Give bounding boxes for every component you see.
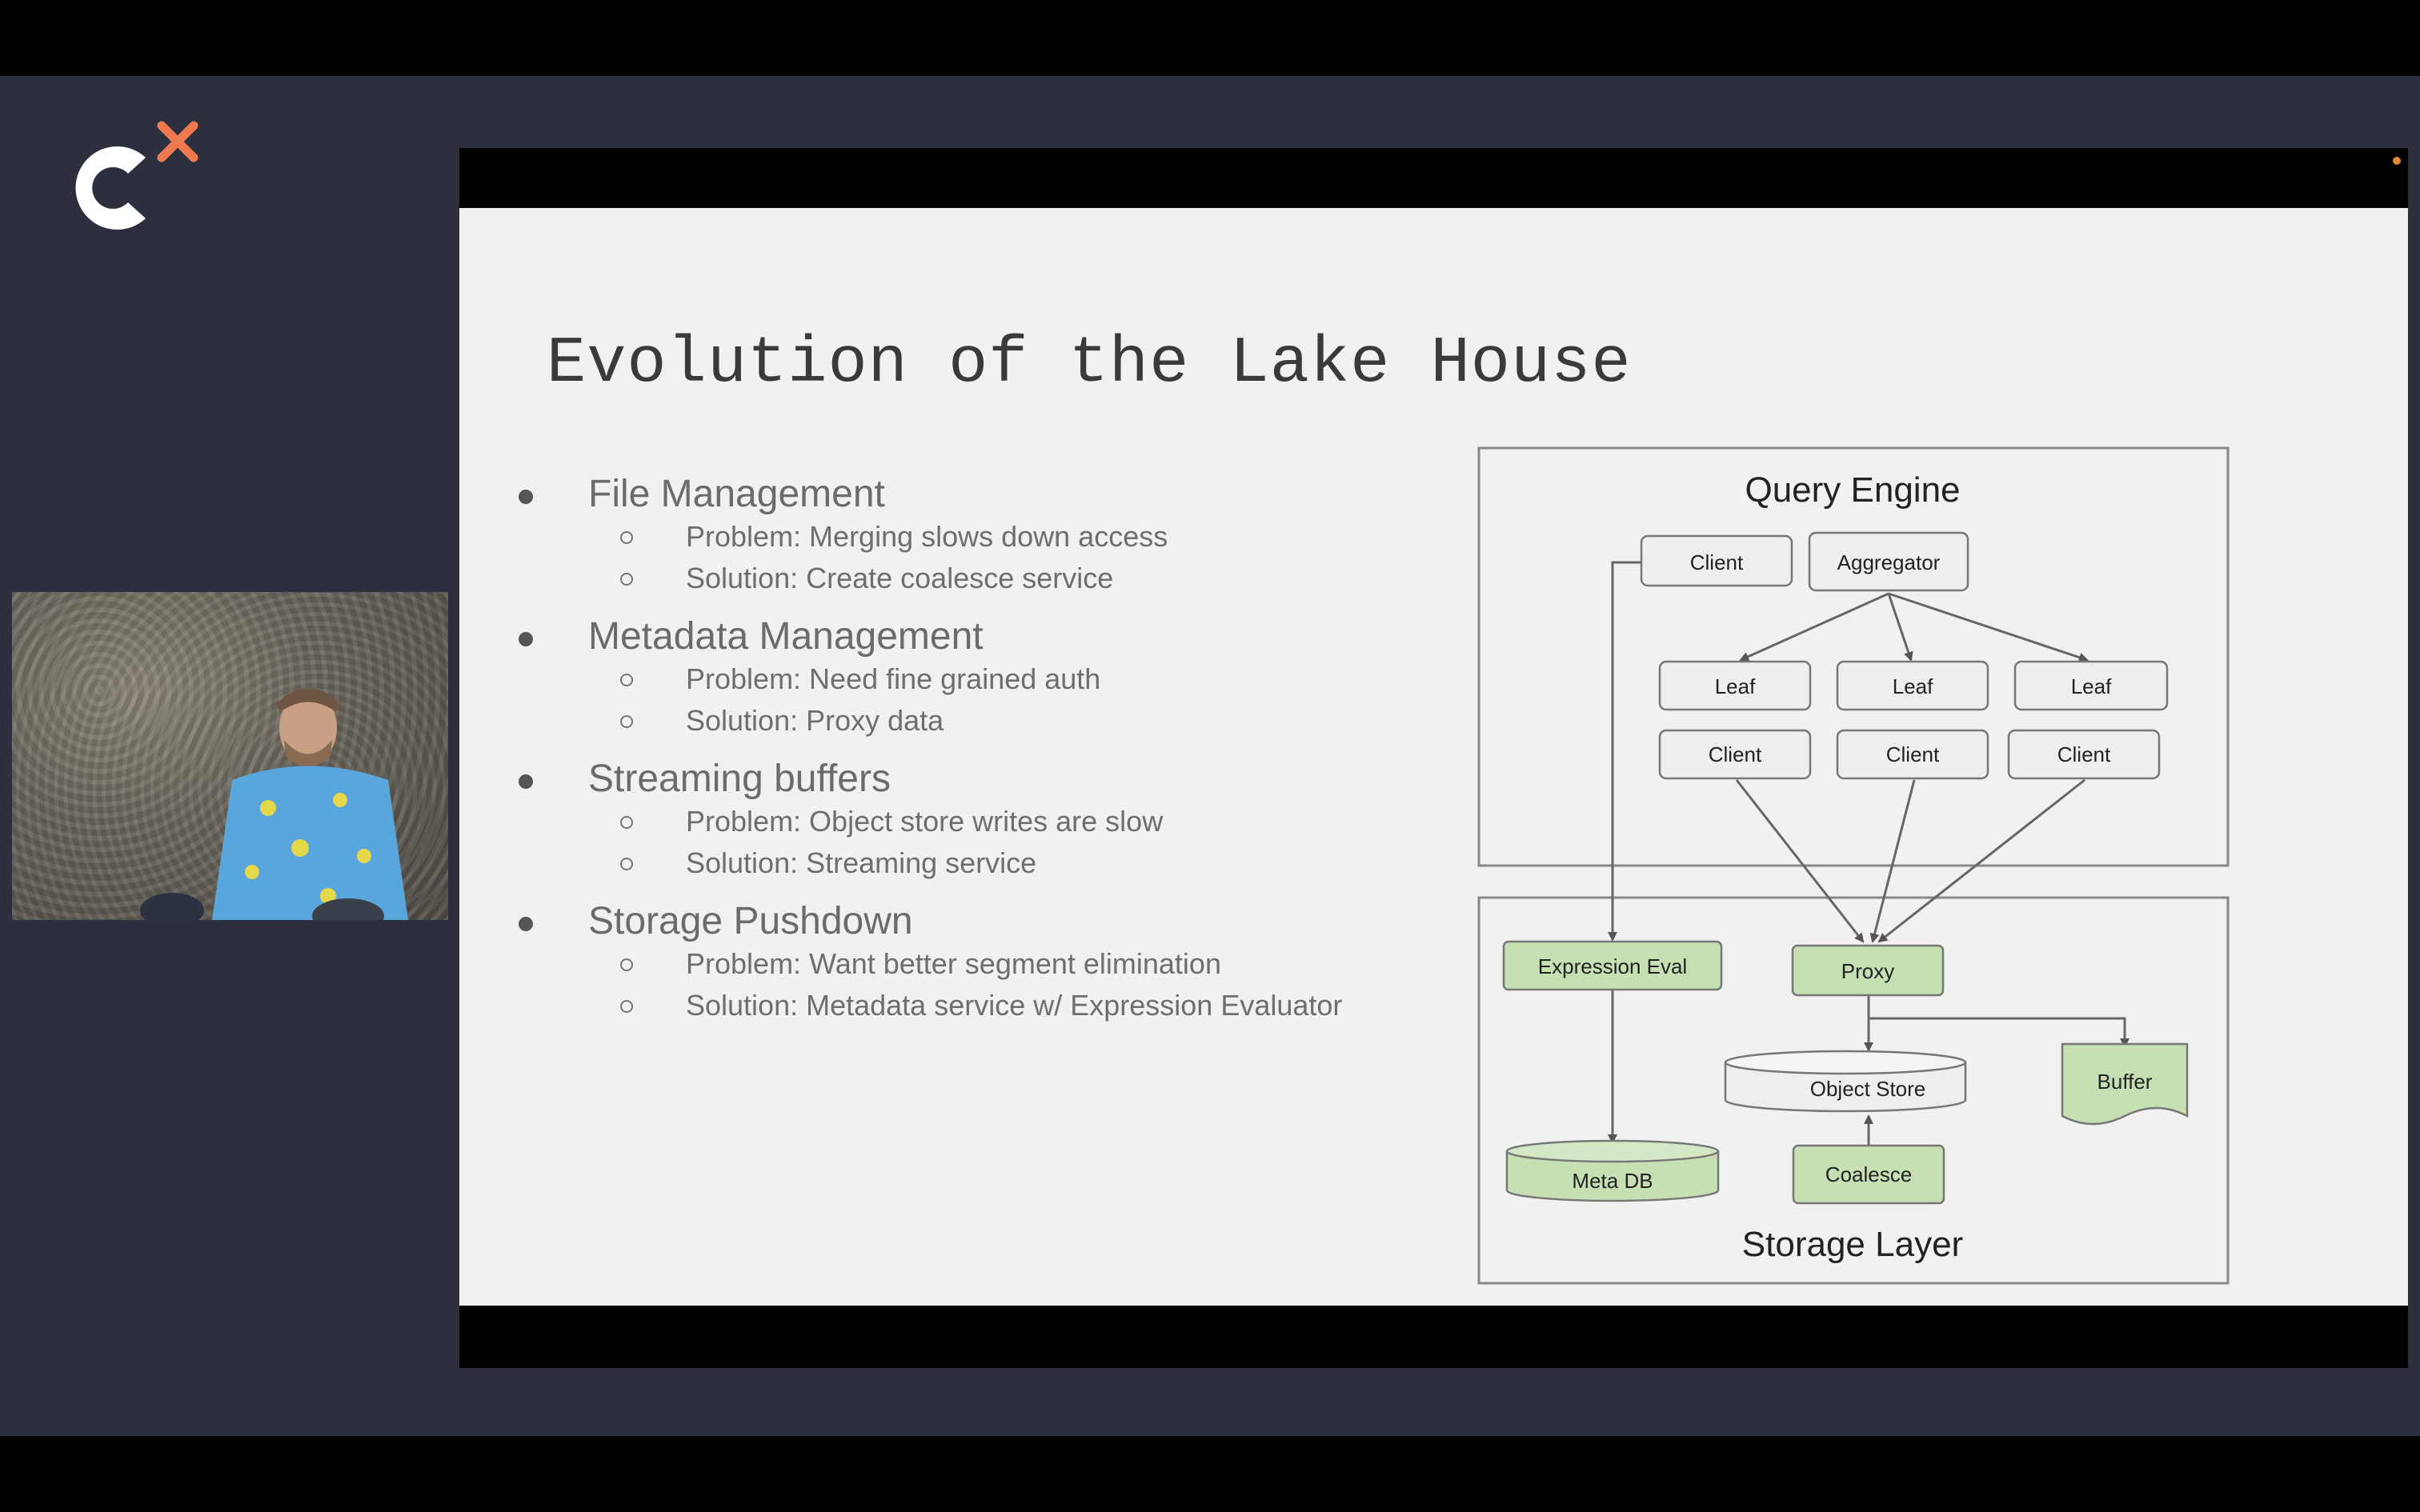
bullet-list: File Management Problem: Merging slows d… [512,472,1456,1042]
storage-layer-title: Storage Layer [1742,1225,1963,1264]
sub-bullet-ring-icon [620,674,633,686]
conference-logo-icon [75,121,198,230]
client-node-top: Client [1640,534,1793,587]
svg-text:Client: Client [1690,550,1744,574]
svg-text:Leaf: Leaf [1715,674,1756,698]
svg-text:Client: Client [1709,742,1762,766]
speaker-video-feed [12,592,448,920]
svg-text:Expression Eval: Expression Eval [1538,954,1687,978]
object-store-node: Object Store [1724,1050,1967,1113]
sub-bullet-item: Solution: Streaming service [512,845,1456,886]
sub-bullet-item: Solution: Create coalesce service [512,560,1456,602]
architecture-diagram: Query Engine Storage Layer [1472,444,2233,1288]
sub-bullet-ring-icon [620,858,633,870]
sub-bullet-item: Problem: Want better segment elimination [512,946,1456,987]
slide-title: Evolution of the Lake House [547,326,1632,401]
buffer-node: Buffer [2061,1042,2189,1126]
leaf-node-3: Leaf [2013,660,2169,711]
svg-text:Leaf: Leaf [1893,674,1933,698]
bullet-dot-icon [519,774,533,789]
bullet-dot-icon [519,490,533,504]
svg-text:Object Store: Object Store [1810,1077,1926,1101]
sub-bullet-item: Solution: Metadata service w/ Expression… [512,987,1456,1029]
sub-bullet-item: Problem: Object store writes are slow [512,803,1456,845]
client-node-3: Client [2007,729,2161,780]
coalesce-node: Coalesce [1792,1144,1945,1205]
letterbox-bottom [0,1436,2420,1512]
query-engine-box [1477,446,2230,867]
proxy-node: Proxy [1791,944,1945,997]
query-engine-title: Query Engine [1745,470,1960,510]
letterbox-top [0,0,2420,76]
client-node-1: Client [1658,729,1812,780]
recording-indicator-icon [2393,157,2401,165]
bullet-item: Metadata Management [512,614,1456,661]
svg-text:Meta DB: Meta DB [1572,1169,1653,1193]
sub-bullet-item: Problem: Need fine grained auth [512,661,1456,702]
meta-db-node: Meta DB [1505,1139,1720,1202]
bullet-item: Storage Pushdown [512,899,1456,946]
svg-text:Client: Client [1886,742,1940,766]
svg-text:Buffer: Buffer [2097,1070,2153,1094]
bullet-item: File Management [512,472,1456,518]
svg-text:Coalesce: Coalesce [1825,1162,1912,1186]
bullet-item: Streaming buffers [512,757,1456,803]
sub-bullet-ring-icon [620,715,633,728]
storage-layer-box [1477,896,2230,1285]
bullet-dot-icon [519,917,533,931]
sub-bullet-ring-icon [620,958,633,971]
bullet-dot-icon [519,632,533,646]
aggregator-node: Aggregator [1808,531,1969,592]
sub-bullet-ring-icon [620,1000,633,1013]
svg-text:Proxy: Proxy [1841,959,1894,983]
sub-bullet-ring-icon [620,573,633,586]
sub-bullet-ring-icon [620,816,633,829]
leaf-node-1: Leaf [1658,660,1812,711]
sub-bullet-ring-icon [620,531,633,544]
svg-text:Aggregator: Aggregator [1837,550,1941,574]
svg-text:Client: Client [2057,742,2111,766]
svg-text:Leaf: Leaf [2071,674,2112,698]
client-node-2: Client [1836,729,1989,780]
expression-eval-node: Expression Eval [1502,940,1723,991]
sub-bullet-item: Solution: Proxy data [512,702,1456,744]
sub-bullet-item: Problem: Merging slows down access [512,518,1456,560]
leaf-node-2: Leaf [1836,660,1989,711]
